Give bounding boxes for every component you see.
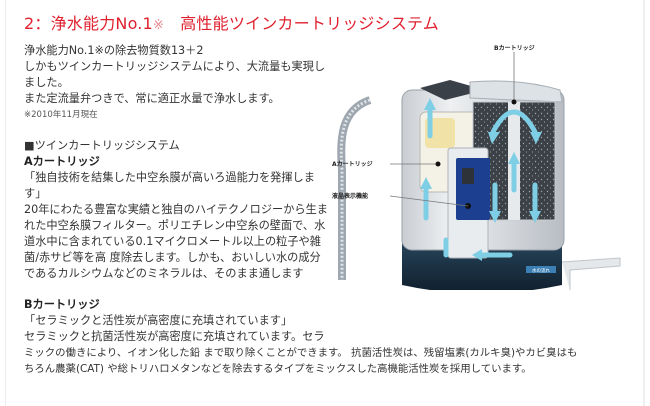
lcd-panel: [456, 158, 490, 220]
b-cartridge-body-1: セラミックと抗菌活性炭が高密度に充填されています。セラ: [24, 330, 325, 343]
right-border: [643, 0, 645, 406]
a-cartridge-body-2: れた中空糸膜フィルター。ポリエチレン中空糸の壁面で、水: [24, 219, 326, 232]
section-title: 2：浄水能力No.1※ 高性能ツインカートリッジシステム: [24, 10, 439, 34]
top-cap: [420, 80, 485, 100]
section-number: 2：: [24, 14, 51, 33]
intro-line-4: また定流量弁つきで、常に適正水量で浄水します。: [24, 92, 280, 105]
intro-line-1: 浄水能力No.1※の除去物質数13＋2: [24, 44, 204, 57]
inlet-pipe: [561, 257, 621, 290]
a-cartridge-body-4: 菌/赤サビ等を高 度除去します。しかも、おいしい水の成分: [24, 251, 321, 264]
intro-line-2: しかもツインカートリッジシステムにより、大流量も実現し: [24, 60, 326, 73]
a-cartridge-quote-1: 「独自技術を結集した中空糸膜が高いろ過能力を発揮しま: [24, 171, 315, 184]
a-cartridge-callout: Aカートリッジ: [332, 161, 373, 168]
title-part2: 高性能ツインカートリッジシステム: [164, 14, 439, 33]
b-cartridge-body-3: ちろん農薬(CAT) や総トリハロメタンなどを除去するタイプをミックスした高機能…: [24, 363, 532, 375]
b-cartridge-label: Bカートリッジ: [24, 298, 100, 311]
water-inlet-label: 水の流れ: [532, 267, 550, 274]
intro-line-3: ました。: [24, 76, 69, 89]
twin-system-heading: ■ツインカートリッジシステム: [24, 139, 180, 152]
water-purifier-illustration: 水の流れ Bカートリッジ Aカートリッジ 液晶表示機能: [332, 45, 621, 290]
hose: [337, 96, 372, 280]
title-footnote-mark: ※: [152, 18, 165, 33]
b-cartridge-callout: Bカートリッジ: [494, 45, 535, 52]
lcd-display-callout: 液晶表示機能: [332, 192, 368, 200]
a-cartridge-quote-2: す」: [24, 187, 47, 200]
title-part1: 浄水能力No.1: [50, 14, 153, 33]
left-border: [5, 0, 6, 406]
b-cartridge-quote: 「セラミックと活性炭が高密度に充填されています」: [24, 314, 293, 327]
intro-footnote: ※2010年11月現在: [24, 110, 98, 120]
a-cartridge-body-3: 道水中に含まれている0.1マイクロメートル以上の粒子や雑: [24, 235, 321, 248]
b-cartridge-body-2: ミックの働きにより、イオン化した鉛 まで取り除くことができます。 抗菌活性炭は、…: [24, 347, 578, 359]
a-cartridge-body-5: であるカルシウムなどのミネラルは、そのまま通します: [24, 267, 304, 280]
a-cartridge-body-1: 20年にわたる豊富な実績と独自のハイテクノロジーから生ま: [24, 203, 328, 216]
a-cartridge-label: Aカートリッジ: [24, 155, 100, 168]
